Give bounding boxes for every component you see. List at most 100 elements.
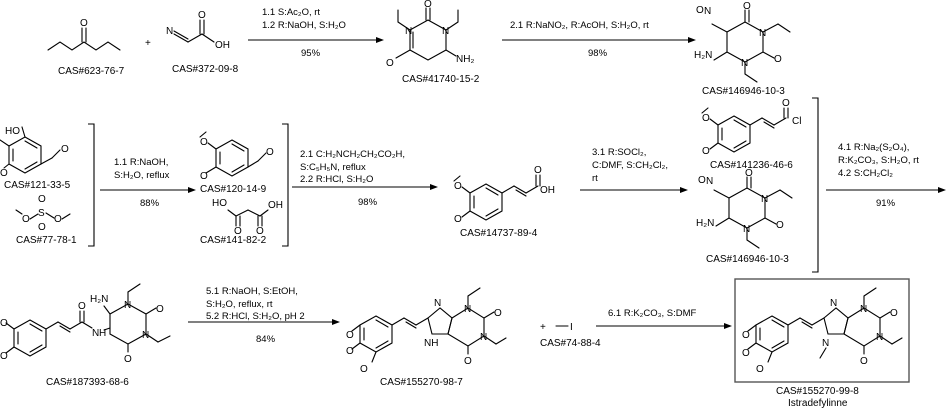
cas-veratraldehyde: CAS#120-14-9 [200,184,267,195]
svg-text:O: O [346,346,354,357]
svg-text:N: N [434,298,441,309]
svg-text:S:H₂O, reflux: S:H₂O, reflux [114,170,170,181]
xanthine-intermediate-structure: O O O N NH O O N N [346,287,507,375]
svg-text:O: O [386,58,394,69]
svg-text:N: N [442,26,449,37]
svg-text:1.2 R:NaOH, S:H₂O: 1.2 R:NaOH, S:H₂O [262,20,346,31]
cas-amide: CAS#187393-68-6 [46,377,129,388]
acyl-chloride-structure: O O O Cl [701,98,801,157]
cas-nitroso-1: CAS#146946-10-3 [702,86,785,97]
svg-text:N: N [142,330,149,341]
svg-text:O: O [256,226,264,237]
svg-text:O: O [61,144,69,155]
svg-text:O: O [756,364,764,375]
svg-text:OH: OH [215,40,230,51]
svg-text:1.1 R:NaOH,: 1.1 R:NaOH, [114,157,168,168]
aminouracil-structure: O O NH₂ N N [386,0,474,69]
svg-text:5.2 R:HCl, S:H₂O, pH 2: 5.2 R:HCl, S:H₂O, pH 2 [206,311,305,322]
dimethyl-sulfate-structure: O S O O O [15,194,71,233]
cas-malonic: CAS#141-82-2 [200,235,267,246]
svg-text:N: N [166,26,173,37]
svg-text:S:H₂O, reflux, rt: S:H₂O, reflux, rt [206,299,273,310]
cas-xanthine: CAS#155270-98-7 [380,377,463,388]
svg-text:O: O [78,301,86,312]
svg-text:O: O [198,10,206,21]
svg-text:O: O [890,308,898,319]
svg-text:H₂N: H₂N [694,50,712,61]
step5-bracket [812,97,819,273]
svg-text:rt: rt [592,173,598,184]
svg-text:88%: 88% [140,198,160,209]
svg-text:N: N [706,176,713,187]
svg-text:2.1 C:H₂NCH₂CH₂CO₂H,: 2.1 C:H₂NCH₂CH₂CO₂H, [300,149,405,160]
svg-text:N: N [741,58,748,69]
svg-text:N: N [860,304,867,315]
svg-text:O: O [54,214,62,225]
svg-text:O: O [454,181,462,192]
cas-vanillin: CAS#121-33-5 [4,180,71,191]
svg-text:OH: OH [268,200,283,211]
svg-text:5.1 R:NaOH, S:EtOH,: 5.1 R:NaOH, S:EtOH, [206,286,298,297]
veratraldehyde-structure: O O O [199,131,274,182]
svg-text:H₂N: H₂N [90,294,108,305]
svg-text:NH: NH [424,338,438,349]
svg-text:O: O [156,304,164,315]
svg-text:N: N [480,332,487,343]
svg-text:S: S [38,208,45,219]
svg-text:HO: HO [212,198,227,209]
svg-text:N: N [92,328,99,339]
svg-text:O: O [0,168,8,179]
svg-text:O: O [742,348,750,359]
svg-text:O: O [464,356,472,367]
svg-text:H: H [99,328,106,339]
svg-text:N: N [759,28,766,39]
vanillin-structure: HO O O [0,126,69,179]
urea-oxygen: O [80,18,88,29]
intermediate-bracket [282,123,289,247]
svg-text:N: N [822,338,829,349]
svg-text:N: N [743,224,750,235]
svg-text:84%: 84% [256,334,276,345]
product-box [734,278,910,383]
svg-text:O: O [234,226,242,237]
svg-text:O: O [742,330,750,341]
svg-text:2.2 R:HCl, S:H₂O: 2.2 R:HCl, S:H₂O [300,174,373,185]
svg-text:95%: 95% [301,48,321,59]
svg-text:O: O [743,1,751,12]
svg-text:N: N [761,194,768,205]
cas-acylchloride: CAS#141236-46-6 [710,160,793,171]
svg-text:O: O [745,168,753,179]
cas-ferulic: CAS#14737-89-4 [460,228,538,239]
svg-text:O: O [266,147,274,158]
svg-text:N: N [876,332,883,343]
svg-text:OH: OH [540,185,555,196]
istradefylline-structure: O O O N N O O N N [742,287,903,375]
svg-text:O: O [346,330,354,341]
svg-text:O: O [774,54,782,65]
cas-cyanoacetic: CAS#372-09-8 [172,64,239,75]
svg-text:98%: 98% [588,48,608,59]
svg-text:O: O [360,364,368,375]
cas-mei: CAS#74-88-4 [540,338,601,349]
svg-text:O: O [534,165,542,176]
svg-text:N: N [405,26,412,37]
svg-text:1.1 S:Ac₂O, rt: 1.1 S:Ac₂O, rt [262,7,320,18]
svg-text:S:C₅H₅N, reflux: S:C₅H₅N, reflux [300,162,366,173]
nitroso-uracil-structure-2: O N O H₂N O N N [696,168,793,249]
diethylurea-structure: O [47,18,121,51]
svg-text:NH₂: NH₂ [456,54,474,65]
svg-text:O: O [454,214,462,225]
svg-text:O: O [702,113,710,124]
svg-text:HO: HO [5,126,20,137]
svg-text:O: O [494,308,502,319]
svg-text:3.1 R:SOCl₂,: 3.1 R:SOCl₂, [592,147,646,158]
methyl-iodide-structure: I [555,322,573,333]
svg-text:O: O [124,354,132,365]
cas-nitroso-2: CAS#146946-10-3 [706,254,789,265]
svg-text:O: O [698,175,706,186]
svg-text:R:K₂CO₃, S:H₂O, rt: R:K₂CO₃, S:H₂O, rt [838,155,919,166]
svg-text:O: O [0,318,8,329]
svg-text:O: O [776,220,784,231]
svg-text:O: O [38,222,46,233]
